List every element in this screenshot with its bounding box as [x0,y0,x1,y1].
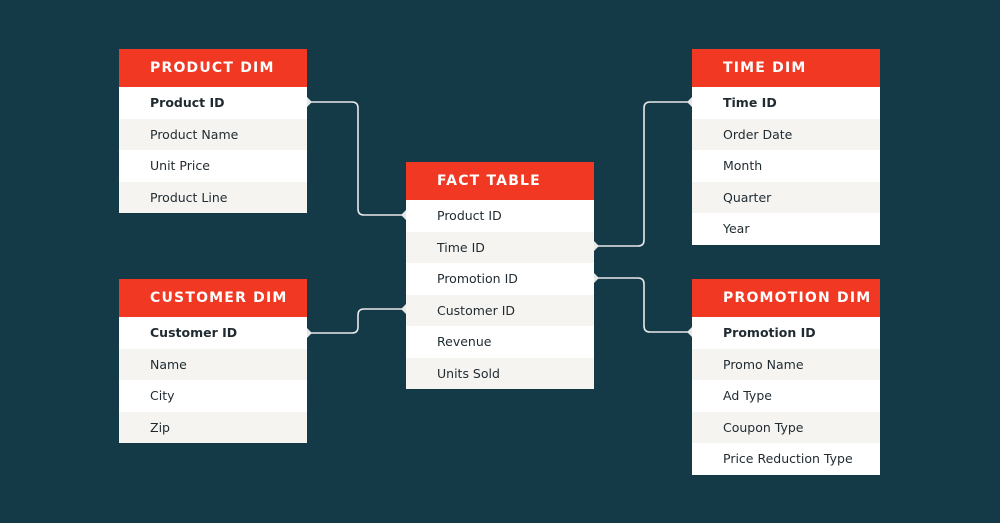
table-field-primary-key: Product ID [119,87,307,119]
table-field: Promo Name [692,348,880,380]
table-field: Zip [119,411,307,443]
table-title: TIME DIM [692,49,880,87]
table-field-primary-key: Promotion ID [692,317,880,349]
table-field: Revenue [406,326,594,358]
table-field: Quarter [692,181,880,213]
table-field: Coupon Type [692,411,880,443]
time-dim-table: TIME DIM Time ID Order Date Month Quarte… [692,49,880,245]
connector-fact-promotion [594,277,692,333]
connector-fact-time [594,101,692,247]
product-dim-table: PRODUCT DIM Product ID Product Name Unit… [119,49,307,213]
table-title: FACT TABLE [406,162,594,200]
table-field: Product Name [119,118,307,150]
table-field: Month [692,150,880,182]
table-field-foreign-key: Time ID [406,231,594,263]
table-field: Unit Price [119,150,307,182]
table-field-primary-key: Time ID [692,87,880,119]
table-field: City [119,380,307,412]
fact-table: FACT TABLE Product ID Time ID Promotion … [406,162,594,389]
connector-customer-fact [307,308,406,334]
table-field: Order Date [692,118,880,150]
table-field: Ad Type [692,380,880,412]
table-field: Name [119,348,307,380]
table-title: PRODUCT DIM [119,49,307,87]
table-field: Units Sold [406,357,594,389]
table-field-foreign-key: Promotion ID [406,263,594,295]
table-title: PROMOTION DIM [692,279,880,317]
table-field: Product Line [119,181,307,213]
table-title: CUSTOMER DIM [119,279,307,317]
promotion-dim-table: PROMOTION DIM Promotion ID Promo Name Ad… [692,279,880,475]
table-field: Price Reduction Type [692,443,880,475]
table-field-primary-key: Customer ID [119,317,307,349]
connector-product-fact [307,101,406,216]
table-field-foreign-key: Customer ID [406,294,594,326]
customer-dim-table: CUSTOMER DIM Customer ID Name City Zip [119,279,307,443]
table-field-foreign-key: Product ID [406,200,594,232]
table-field: Year [692,213,880,245]
